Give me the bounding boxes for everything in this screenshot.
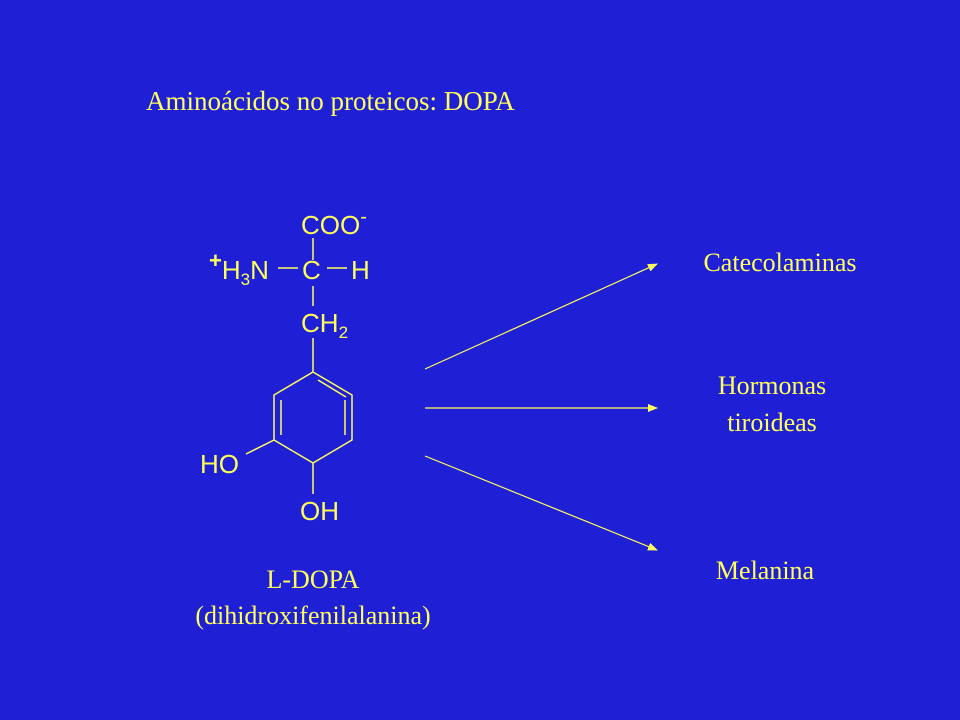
- amine-label: +H3N: [209, 248, 269, 289]
- product-tiroideas: tiroideas: [727, 408, 817, 437]
- carboxylate-label: COO-: [301, 206, 367, 240]
- hydroxyl-left-label: HO: [200, 449, 239, 479]
- benzene-ring: [273, 371, 353, 464]
- slide-title: Aminoácidos no proteicos: DOPA: [146, 86, 515, 116]
- ring-double-bond-top: [317, 379, 347, 398]
- product-catecolaminas: Catecolaminas: [703, 248, 857, 277]
- methylene-label: CH2: [301, 308, 348, 342]
- bond-ring-ho: [245, 439, 275, 455]
- arrow-to-melanina: [424, 455, 658, 551]
- alpha-h-label: H: [351, 255, 370, 285]
- bond-lines: [245, 238, 353, 494]
- molecule-caption-name: L-DOPA: [266, 565, 360, 594]
- atom-labels: COO- +H3N C H CH2 HO OH: [200, 206, 370, 526]
- alpha-carbon-label: C: [302, 255, 321, 285]
- arrow-to-catecolaminas: [424, 263, 658, 370]
- product-melanina: Melanina: [715, 556, 815, 585]
- product-hormonas: Hormonas: [717, 371, 827, 400]
- hydroxyl-bottom-label: OH: [300, 496, 339, 526]
- pathway-arrows: [424, 263, 658, 551]
- molecule-caption-full: (dihidroxifenilalanina): [195, 601, 431, 630]
